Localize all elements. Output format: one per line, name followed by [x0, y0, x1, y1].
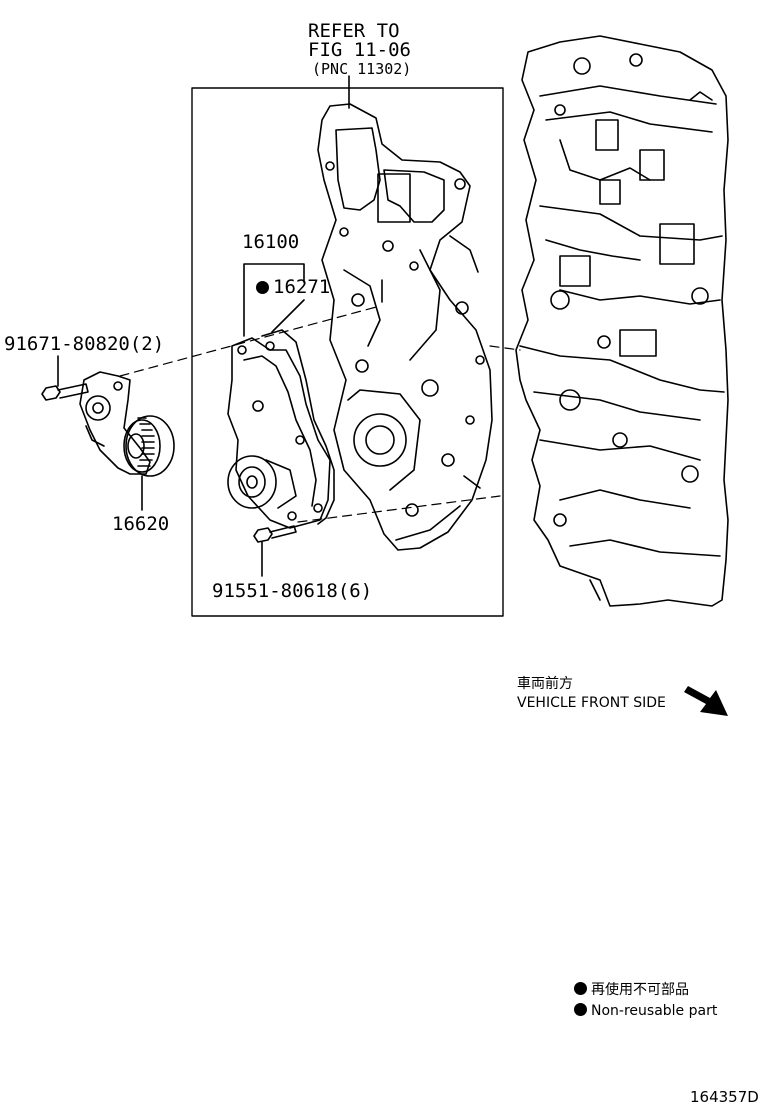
non-reusable-marker-icon [256, 281, 269, 294]
vehicle-front-en: VEHICLE FRONT SIDE [517, 695, 666, 711]
part-label-16620[interactable]: 16620 [112, 513, 170, 535]
part-number-16271: 16271 [273, 276, 331, 298]
legend-dot-icon-2 [574, 1003, 587, 1016]
part-label-91671[interactable]: 91671-80820(2) [4, 333, 165, 355]
tensioner-drawing [79, 371, 175, 511]
dash-line-block [489, 345, 521, 351]
refer-to-line2: FIG 11-06 [308, 39, 411, 61]
legend-jp-text: 再使用不可部品 [591, 982, 689, 998]
part-label-91551[interactable]: 91551-80618(6) [212, 580, 373, 602]
part-label-16100[interactable]: 16100 [242, 231, 300, 253]
refer-to-pnc: (PNC 11302) [312, 60, 412, 78]
legend-jp: 再使用不可部品 [574, 982, 689, 997]
legend-en: Non-reusable part [574, 1003, 717, 1018]
front-direction-arrow [684, 686, 728, 716]
legend-en-text: Non-reusable part [591, 1003, 718, 1019]
leader-16100-b [271, 299, 305, 333]
water-pump-drawing [227, 329, 335, 529]
callout-frame [191, 87, 504, 617]
refer-to-line1: REFER TO [308, 20, 400, 42]
vehicle-front-jp: 車両前方 [517, 676, 573, 692]
part-label-16271[interactable]: 16271 [256, 278, 330, 297]
legend-dot-icon [574, 982, 587, 995]
timing-cover-drawing [317, 103, 493, 551]
bolt-91551-drawing [253, 525, 297, 577]
leader-16100 [243, 263, 305, 337]
dash-line-lower [297, 495, 501, 523]
figure-id: 164357D [690, 1088, 759, 1106]
engine-block-drawing [515, 35, 729, 607]
dash-line-upper [119, 305, 381, 377]
bolt-91671-drawing [41, 383, 89, 401]
